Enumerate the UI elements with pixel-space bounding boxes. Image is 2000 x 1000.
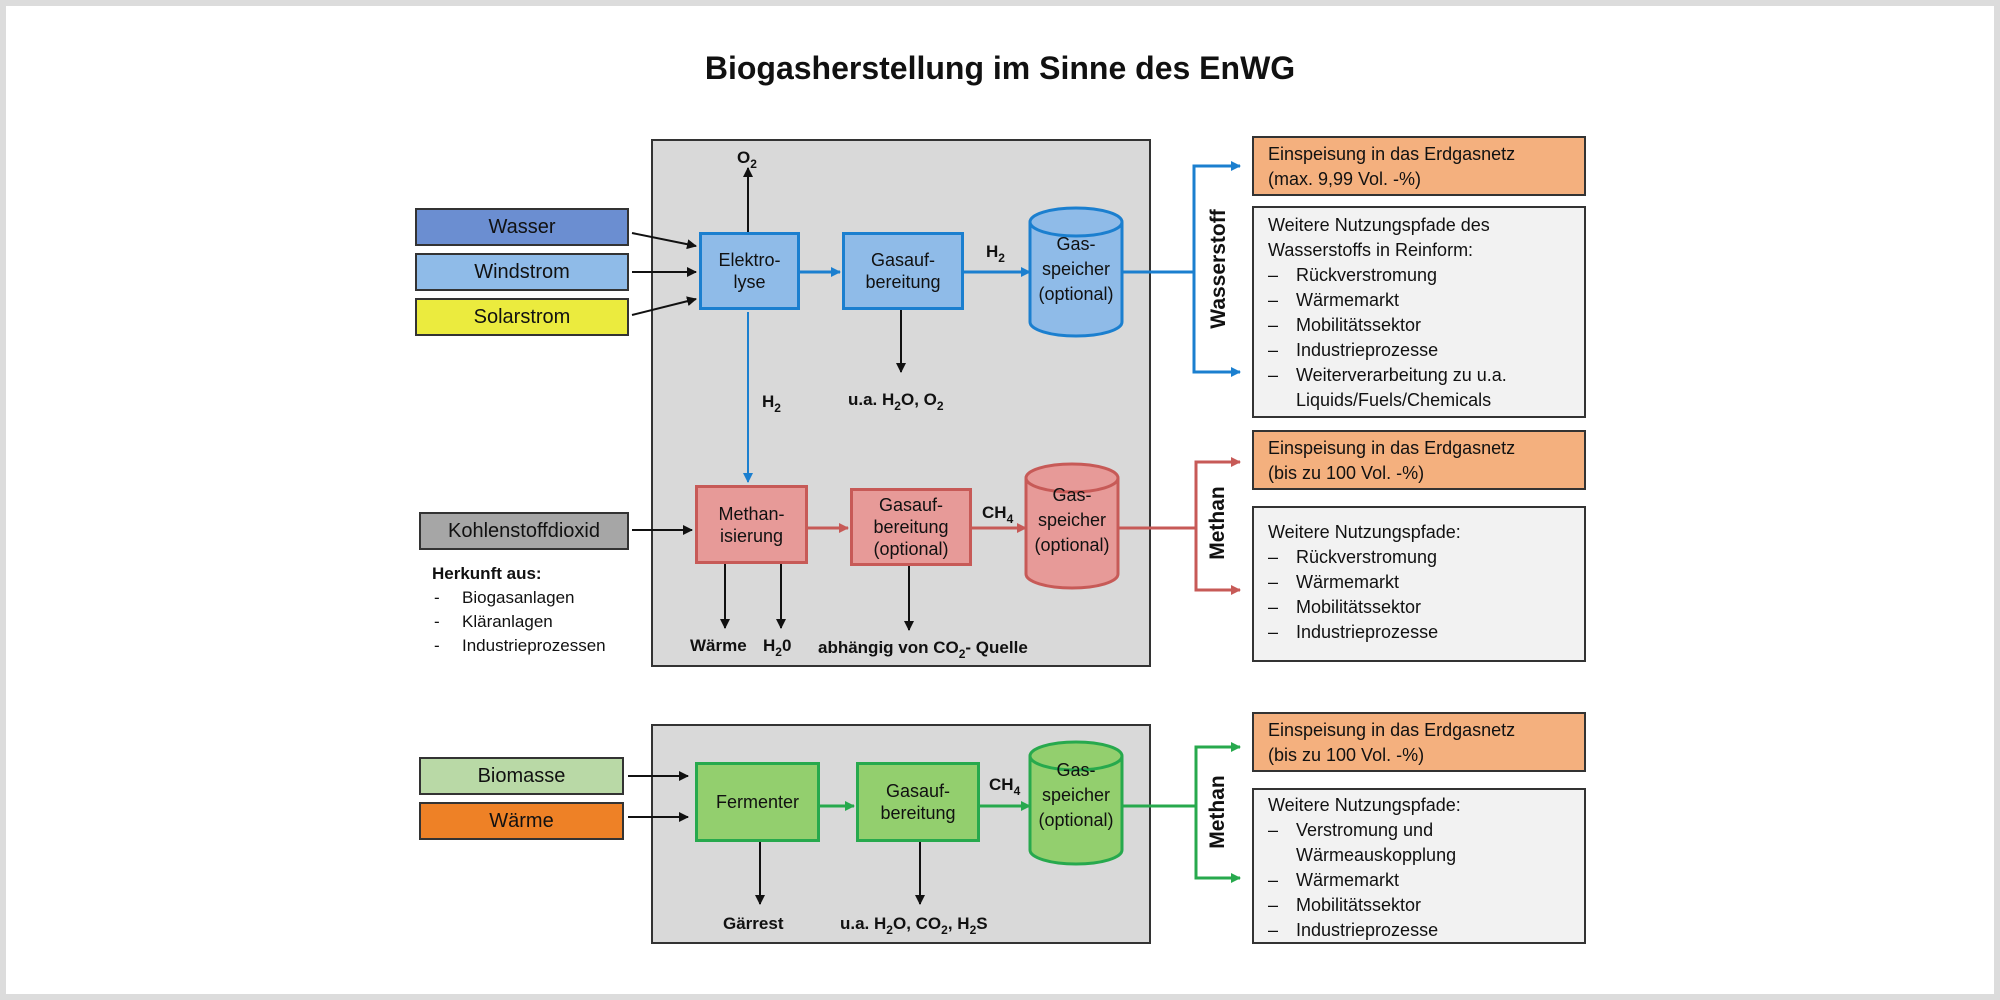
herkunft-list: Herkunft aus: Biogasanlagen Kläranlagen …: [432, 562, 606, 658]
side-label-methan: Methan: [1206, 486, 1229, 560]
input-windstrom: Windstrom: [415, 253, 629, 291]
gasaufbereitung-line-1: Gasauf-: [870, 250, 936, 270]
process-methanisierung: Methan- isierung: [695, 485, 808, 564]
input-waerme: Wärme: [419, 802, 624, 840]
output-other-wasserstoff: Weitere Nutzungspfade des Wasserstoffs i…: [1252, 206, 1586, 418]
input-biomasse: Biomasse: [419, 757, 624, 795]
diagram-title: Biogasherstellung im Sinne des EnWG: [704, 50, 1296, 86]
nutzungspfad-item: Rückverstromung: [1268, 263, 1570, 288]
nutzungspfad-item: Verstromung und Wärmeauskopplung: [1268, 818, 1570, 868]
label-ch4-bio: CH4: [989, 775, 1021, 798]
nutzungspfad-item: Weiterverarbeitung zu u.a. Liquids/Fuels…: [1268, 363, 1570, 413]
gasaufbereitung-ch4-line-1: Gasauf-: [878, 495, 944, 515]
elektrolyse-line-2: lyse: [733, 272, 766, 292]
side-label-methan-bio: Methan: [1206, 775, 1229, 849]
label-o2: O2: [737, 148, 757, 171]
output-other-biomethan: Weitere Nutzungspfade: Verstromung und W…: [1252, 788, 1586, 944]
label-h2: H2: [986, 242, 1005, 265]
cylinder-methan: [1024, 462, 1120, 590]
cylinder-biomethan: [1028, 740, 1124, 866]
speicher-wasserstoff-label: Gas- speicher (optional): [1038, 234, 1114, 304]
nutzungspfad-item: Rückverstromung: [1268, 545, 1570, 570]
nutzungspfad-item: Wärmemarkt: [1268, 288, 1570, 313]
herkunft-item: Kläranlagen: [432, 610, 606, 634]
process-gasaufbereitung-ch4: Gasauf- bereitung (optional): [850, 488, 972, 566]
cylinder-wasserstoff: [1028, 206, 1124, 338]
process-elektrolyse: Elektro- lyse: [699, 232, 800, 310]
arrow-solarstrom: [631, 296, 697, 316]
output-other-methan: Weitere Nutzungspfade: Rückverstromung W…: [1252, 506, 1586, 662]
nutzungspfad-item: Industrieprozesse: [1268, 918, 1570, 943]
nutzungspfad-item: Industrieprozesse: [1268, 338, 1570, 363]
side-label-wasserstoff: Wasserstoff: [1207, 209, 1230, 329]
label-byproducts-h2: u.a. H2O, O2: [848, 390, 944, 413]
bracket-methan-bio: [1194, 745, 1240, 880]
output-feed-methan: Einspeisung in das Erdgasnetz (bis zu 10…: [1252, 430, 1586, 490]
nutzungspfad-item: Wärmemarkt: [1268, 570, 1570, 595]
nutzungspfad-item: Wärmemarkt: [1268, 868, 1570, 893]
gasaufbereitung-ch4-line-2: bereitung: [873, 517, 949, 537]
nutzungspfad-item: Industrieprozesse: [1268, 620, 1570, 645]
input-wasser: Wasser: [415, 208, 629, 246]
herkunft-item: Industrieprozessen: [432, 634, 606, 658]
bracket-wasserstoff: [1192, 164, 1240, 374]
herkunft-item: Biogasanlagen: [432, 586, 606, 610]
label-h2-down: H2: [762, 392, 781, 415]
label-h2o: H20: [763, 636, 792, 659]
output-feed-biomethan: Einspeisung in das Erdgasnetz (bis zu 10…: [1252, 712, 1586, 772]
label-waerme: Wärme: [690, 636, 747, 655]
gasaufbereitung-bio-line-2: bereitung: [880, 803, 956, 823]
input-kohlenstoffdioxid: Kohlenstoffdioxid: [419, 512, 629, 550]
process-gasaufbereitung-h2: Gasauf- bereitung: [842, 232, 964, 310]
nutzungspfad-item: Mobilitätssektor: [1268, 313, 1570, 338]
bracket-methan: [1194, 460, 1240, 592]
speicher-biomethan-label: Gas- speicher (optional): [1038, 760, 1114, 830]
elektrolyse-line-1: Elektro-: [718, 250, 781, 270]
gasaufbereitung-bio-line-1: Gasauf-: [885, 781, 951, 801]
label-quelle: abhängig von CO2- Quelle: [818, 638, 1028, 661]
herkunft-heading: Herkunft aus:: [432, 564, 542, 583]
gasaufbereitung-ch4-line-3: (optional): [873, 539, 949, 559]
speicher-methan-label: Gas- speicher (optional): [1034, 485, 1110, 555]
input-solarstrom: Solarstrom: [415, 298, 629, 336]
process-gasaufbereitung-bio: Gasauf- bereitung: [856, 762, 980, 842]
arrow-wasser: [631, 232, 697, 250]
label-ch4: CH4: [982, 503, 1014, 526]
nutzungspfad-item: Mobilitätssektor: [1268, 595, 1570, 620]
label-gaerrest: Gärrest: [723, 914, 784, 933]
output-feed-wasserstoff: Einspeisung in das Erdgasnetz (max. 9,99…: [1252, 136, 1586, 196]
methanisierung-line-1: Methan-: [718, 503, 785, 524]
nutzungspfad-item: Mobilitätssektor: [1268, 893, 1570, 918]
methanisierung-line-2: isierung: [719, 525, 784, 546]
label-byproducts-bio: u.a. H2O, CO2, H2S: [840, 914, 988, 937]
process-fermenter: Fermenter: [695, 762, 820, 842]
gasaufbereitung-line-2: bereitung: [865, 272, 941, 292]
